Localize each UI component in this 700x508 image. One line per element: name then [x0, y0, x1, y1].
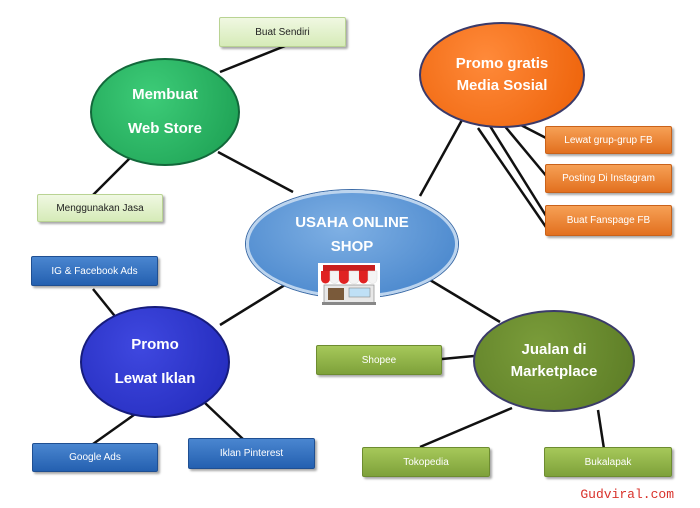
tag-buat-sendiri-label: Buat Sendiri	[255, 26, 310, 38]
node-promo-ads-line1: Promo	[131, 336, 179, 353]
connector-ads-pinterest	[204, 402, 245, 441]
tag-bukalapak-label: Bukalapak	[584, 456, 632, 468]
tag-menggunakan-jasa: Menggunakan Jasa	[37, 194, 163, 222]
tag-iklan-pinterest-label: Iklan Pinterest	[219, 448, 284, 459]
credit-watermark: Gudviral.com	[580, 487, 674, 502]
node-web-store-line1: Membuat	[132, 86, 198, 103]
tag-bukalapak: Bukalapak	[544, 447, 672, 477]
connector-webstore-buat-sendiri	[219, 44, 286, 74]
node-web-store-line2: Web Store	[128, 120, 202, 137]
tag-shopee: Shopee	[316, 345, 442, 375]
node-web-store: Membuat Web Store	[90, 58, 240, 166]
connector-marketplace-bukalapak	[596, 409, 606, 450]
node-promo-ads-line2: Lewat Iklan	[114, 370, 196, 387]
tag-menggunakan-jasa-label: Menggunakan Jasa	[56, 202, 144, 214]
connector-social-instagram	[502, 123, 549, 179]
connector-social-fanspage	[488, 125, 550, 220]
tag-buat-sendiri: Buat Sendiri	[219, 17, 346, 47]
tag-posting-instagram-label: Posting Di Instagram	[562, 173, 655, 184]
tag-iklan-pinterest: Iklan Pinterest	[188, 438, 315, 469]
center-node-line2: SHOP	[330, 238, 374, 255]
center-node-line1: USAHA ONLINE	[295, 214, 409, 231]
node-promo-social-line2: Media Sosial	[456, 77, 548, 94]
connector-center-marketplace	[429, 278, 501, 324]
tag-buat-fanspage-label: Buat Fanspage FB	[566, 215, 651, 226]
tag-google-ads-label: Google Ads	[69, 452, 121, 463]
tag-ig-facebook-ads: IG & Facebook Ads	[31, 256, 158, 286]
connector-webstore-jasa	[91, 157, 131, 197]
tag-tokopedia-label: Tokopedia	[403, 456, 449, 468]
tag-lewat-grup-fb: Lewat grup-grup FB	[545, 126, 672, 154]
connector-marketplace-shopee	[441, 354, 475, 361]
node-promo-social: Promo gratis Media Sosial	[419, 22, 585, 128]
tag-google-ads: Google Ads	[32, 443, 158, 472]
connector-marketplace-tokopedia	[419, 406, 513, 449]
tag-buat-fanspage: Buat Fanspage FB	[545, 205, 672, 236]
shop-storefront-icon	[318, 263, 380, 305]
node-marketplace-line1: Jualan di	[521, 341, 587, 358]
tag-shopee-label: Shopee	[361, 354, 397, 366]
tag-tokopedia: Tokopedia	[362, 447, 490, 477]
node-marketplace: Jualan di Marketplace	[473, 310, 635, 412]
tag-ig-facebook-ads-label: IG & Facebook Ads	[51, 265, 138, 277]
node-promo-ads: Promo Lewat Iklan	[80, 306, 230, 418]
connector-center-social	[418, 119, 464, 197]
tag-posting-instagram: Posting Di Instagram	[545, 164, 672, 193]
node-promo-social-line1: Promo gratis	[455, 55, 549, 72]
connector-center-webstore	[217, 150, 294, 194]
node-marketplace-line2: Marketplace	[510, 363, 598, 380]
connector-social-extra	[476, 127, 550, 231]
connector-ads-google	[92, 410, 139, 446]
tag-lewat-grup-fb-label: Lewat grup-grup FB	[564, 134, 653, 146]
connector-center-ads	[219, 281, 289, 327]
